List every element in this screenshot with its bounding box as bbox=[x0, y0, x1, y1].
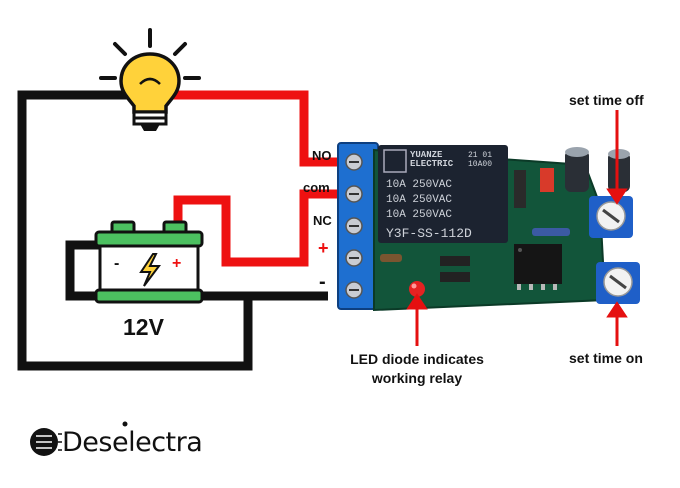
terminal-block bbox=[337, 142, 379, 310]
potentiometer-on bbox=[596, 262, 640, 304]
battery-plus-sign: + bbox=[172, 255, 182, 272]
terminal-label-plus: + bbox=[318, 238, 329, 258]
pointer-arrows bbox=[406, 110, 628, 346]
terminal-label-nc: NC bbox=[313, 213, 332, 228]
red-wires bbox=[172, 90, 346, 267]
led-diode bbox=[409, 281, 425, 297]
led-annotation: LED diode indicates working relay bbox=[334, 350, 500, 388]
relay-component bbox=[378, 145, 508, 243]
battery-minus-sign: - bbox=[114, 255, 120, 272]
relay-rating-2: 10A 250VAC bbox=[386, 194, 453, 206]
relay-rating-3: 10A 250VAC bbox=[386, 209, 453, 221]
relay-brand-line1: YUANZE bbox=[410, 150, 443, 160]
set-time-on-label: set time on bbox=[569, 350, 643, 366]
misc-components bbox=[380, 168, 570, 282]
relay-brand: YUANZE ELECTRIC bbox=[410, 151, 453, 169]
brand-name: Deselectra bbox=[62, 427, 203, 458]
terminal-label-minus: - bbox=[319, 271, 326, 293]
battery-icon bbox=[94, 220, 204, 304]
light-bulb-icon bbox=[99, 28, 201, 131]
relay-model: Y3F-SS-112D bbox=[386, 226, 472, 241]
relay-code: 21 01 10A00 bbox=[468, 151, 492, 169]
potentiometer-off bbox=[589, 196, 633, 238]
set-time-off-label: set time off bbox=[569, 92, 644, 108]
terminal-label-com: com bbox=[303, 180, 330, 195]
battery-voltage: 12V bbox=[123, 314, 164, 340]
terminal-label-no: NO bbox=[312, 148, 332, 163]
relay-code2: 10A00 bbox=[468, 160, 493, 169]
deselectra-logo-icon bbox=[30, 421, 128, 456]
led-annotation-line1: LED diode indicates bbox=[350, 351, 484, 367]
relay-code1: 21 01 bbox=[468, 151, 493, 160]
relay-rating-1: 10A 250VAC bbox=[386, 179, 453, 191]
ic-chip bbox=[514, 244, 562, 290]
relay-brand-line2: ELECTRIC bbox=[410, 159, 454, 169]
led-annotation-line2: working relay bbox=[371, 370, 463, 386]
capacitors bbox=[565, 147, 630, 192]
